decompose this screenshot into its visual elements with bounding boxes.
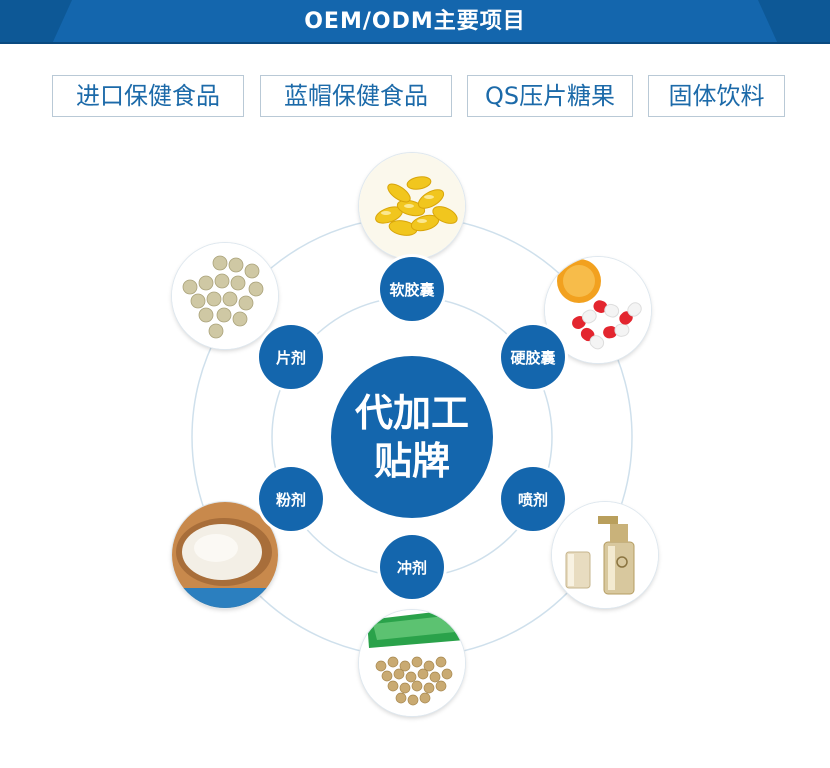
node-spray[interactable]: 喷剂 bbox=[501, 467, 565, 531]
spray-bottle-photo bbox=[552, 502, 658, 608]
banner-title: OEM/ODM主要项目 bbox=[304, 9, 526, 34]
node-label: 冲剂 bbox=[396, 558, 427, 577]
center-line-1: 代加工 bbox=[354, 391, 469, 435]
granules-photo bbox=[359, 610, 465, 716]
title-banner: OEM/ODM主要项目 bbox=[0, 0, 830, 44]
node-softgel-capsule[interactable]: 软胶囊 bbox=[380, 257, 444, 321]
node-powder[interactable]: 粉剂 bbox=[259, 467, 323, 531]
softgel-capsules-photo bbox=[359, 153, 465, 259]
oem-diagram: 软胶囊 硬胶囊 喷剂 冲剂 粉剂 片剂 代加工 贴牌 bbox=[0, 130, 830, 768]
tag-imported-health-food[interactable]: 进口保健食品 bbox=[52, 75, 244, 117]
tag-solid-beverage[interactable]: 固体饮料 bbox=[648, 75, 785, 117]
tag-blue-hat-health-food[interactable]: 蓝帽保健食品 bbox=[260, 75, 452, 117]
node-granules[interactable]: 冲剂 bbox=[380, 535, 444, 599]
node-label: 硬胶囊 bbox=[510, 348, 556, 367]
node-label: 喷剂 bbox=[517, 490, 548, 509]
center-circle: 代加工 贴牌 bbox=[331, 356, 493, 518]
center-line-2: 贴牌 bbox=[373, 439, 450, 483]
node-hard-capsule[interactable]: 硬胶囊 bbox=[501, 325, 565, 389]
node-tablet[interactable]: 片剂 bbox=[259, 325, 323, 389]
node-label: 片剂 bbox=[275, 348, 306, 367]
banner-shape bbox=[0, 0, 830, 44]
node-label: 粉剂 bbox=[275, 490, 306, 509]
tag-qs-pressed-candy[interactable]: QS压片糖果 bbox=[467, 75, 633, 117]
powder-photo bbox=[172, 502, 278, 608]
node-label: 软胶囊 bbox=[389, 280, 435, 299]
hard-capsules-photo bbox=[545, 257, 651, 363]
tablets-photo bbox=[172, 243, 278, 349]
